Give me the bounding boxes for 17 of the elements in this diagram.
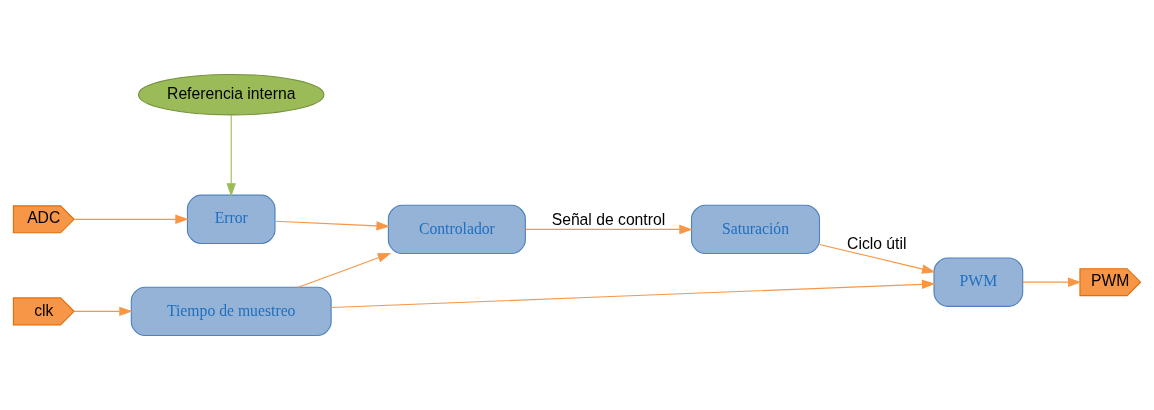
arrow bbox=[226, 114, 236, 197]
node-ellipse: Referencia interna bbox=[137, 73, 325, 116]
arrow bbox=[1022, 277, 1082, 287]
arrow bbox=[525, 224, 693, 235]
node-box: Saturación bbox=[690, 204, 821, 255]
arrow bbox=[274, 220, 390, 231]
node-box: Tiempo de muestreo bbox=[130, 286, 332, 337]
node-box: Error bbox=[186, 194, 276, 244]
arrow bbox=[73, 214, 189, 225]
edge-label: Ciclo útil bbox=[847, 234, 907, 252]
node-box: Controlador bbox=[387, 204, 526, 255]
arrow bbox=[330, 279, 936, 309]
edge-label: Señal de control bbox=[551, 211, 666, 229]
arrow bbox=[819, 243, 936, 274]
arrow bbox=[297, 253, 392, 288]
arrow bbox=[73, 306, 133, 317]
node-box: PWM bbox=[933, 257, 1024, 307]
